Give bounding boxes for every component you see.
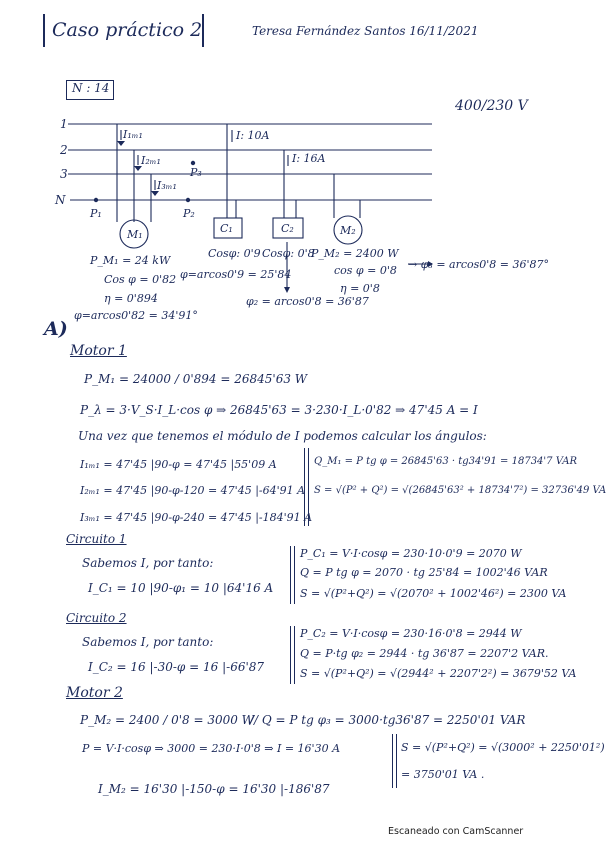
- load-c1: [213, 217, 243, 239]
- c2-cos: Cosφ: 0'8: [262, 247, 315, 260]
- m2-eta: η = 0'8: [340, 282, 380, 295]
- motor2-s-result: = 3750'01 VA .: [401, 768, 485, 781]
- circuit1-note: Sabemos I, por tanto:: [82, 556, 214, 570]
- circuit1-divider: [290, 546, 291, 604]
- circuit2-ic: I_C₂ = 16 |-30-φ = 16 |-66'87: [88, 660, 265, 674]
- motor-m1: [119, 219, 149, 249]
- motor1-divider: [304, 448, 305, 526]
- section-a-label: A): [44, 318, 68, 340]
- m1-cos: Cos φ = 0'82: [104, 273, 177, 286]
- motor1-i1: I₁ₘ₁ = 47'45 |90-φ = 47'45 |55'09 A: [80, 458, 277, 471]
- point-p3: [190, 160, 196, 166]
- circuit2-s: S = √(P²+Q²) = √(2944² + 2207'2²) = 3679…: [300, 667, 577, 680]
- m1-power: P_M₁ = 24 kW: [90, 254, 171, 267]
- current-c1: I: 10A: [236, 129, 270, 142]
- motor1-power: P_M₁ = 24000 / 0'894 = 26845'63 W: [84, 372, 308, 386]
- line-label-3: 3: [60, 167, 68, 181]
- m2-power: P_M₂ = 2400 W: [311, 247, 399, 260]
- m2-phi: → φ₃ = arcos0'8 = 36'87°: [408, 258, 550, 271]
- point-p2-label: P₂: [183, 207, 195, 220]
- circuit2-q: Q = P·tg φ₂ = 2944 · tg 36'87 = 2207'2 V…: [300, 647, 549, 660]
- circuit2-heading: Circuito 2: [66, 611, 127, 625]
- load-m2-label: M₂: [340, 224, 356, 237]
- circuit1-s: S = √(P²+Q²) = √(2070² + 1002'46²) = 230…: [300, 587, 567, 600]
- motor1-heading: Motor 1: [70, 343, 127, 359]
- line-label-n: N: [55, 193, 66, 207]
- page-title: Caso práctico 2: [52, 19, 203, 41]
- motor1-q: Q_M₁ = P tg φ = 26845'63 · tg34'91 = 187…: [314, 456, 577, 467]
- author-date: Teresa Fernández Santos 16/11/2021: [252, 24, 479, 38]
- circuit1-q: Q = P tg φ = 2070 · tg 25'84 = 1002'46 V…: [300, 566, 548, 579]
- n-label: N : 14: [72, 81, 110, 95]
- motor2-power: P_M₂ = 2400 / 0'8 = 3000 W: [80, 713, 255, 727]
- current-i2m1: I₂ₘ₁: [141, 154, 161, 167]
- line-label-2: 2: [60, 143, 68, 157]
- motor2-q: // Q = P tg φ₃ = 3000·tg36'87 = 2250'01 …: [250, 713, 526, 727]
- voltage-label: 400/230 V: [455, 98, 528, 114]
- circuit1-p: P_C₁ = V·I·cosφ = 230·10·0'9 = 2070 W: [300, 547, 522, 560]
- motor2-s: S = √(P²+Q²) = √(3000² + 2250'01²): [401, 741, 605, 754]
- circuit2-divider: [290, 626, 291, 684]
- circuit1-heading: Circuito 1: [66, 532, 127, 546]
- c1-phi: φ=arcos0'9 = 25'84: [180, 268, 292, 281]
- current-c2: I: 16A: [292, 152, 326, 165]
- circuit2-note: Sabemos I, por tanto:: [82, 635, 214, 649]
- m2-cos: cos φ = 0'8: [334, 264, 397, 277]
- motor2-heading: Motor 2: [66, 685, 123, 701]
- point-p2: [185, 197, 191, 203]
- load-c1-label: C₁: [220, 222, 233, 235]
- n-label-box: [66, 80, 114, 100]
- c1-cos: Cosφ: 0'9: [208, 247, 261, 260]
- motor2-divider: [392, 734, 393, 788]
- point-p1: [93, 197, 99, 203]
- m1-phi: φ=arcos0'82 = 34'91°: [74, 309, 198, 322]
- circuit2-p: P_C₂ = V·I·cosφ = 230·16·0'8 = 2944 W: [300, 627, 522, 640]
- motor2-current: P = V·I·cosφ ⇒ 3000 = 230·I·0'8 ⇒ I = 16…: [82, 742, 341, 755]
- motor1-current: P_λ = 3·V_S·I_L·cos φ ⇒ 26845'63 = 3·230…: [80, 403, 478, 417]
- line-label-1: 1: [60, 117, 68, 131]
- motor1-i2: I₂ₘ₁ = 47'45 |90-φ-120 = 47'45 |-64'91 A: [80, 484, 306, 497]
- load-c2: [272, 217, 304, 239]
- motor2-i: I_M₂ = 16'30 |-150-φ = 16'30 |-186'87: [98, 782, 330, 796]
- motor1-s: S = √(P² + Q²) = √(26845'63² + 18734'7²)…: [314, 485, 606, 496]
- c2-phi: φ₂ = arcos0'8 = 36'87: [246, 295, 369, 308]
- point-p1-label: P₁: [90, 207, 102, 220]
- circuit-diagram: [68, 123, 433, 293]
- motor1-note: Una vez que tenemos el módulo de I podem…: [78, 429, 487, 443]
- motor1-i3: I₃ₘ₁ = 47'45 |90-φ-240 = 47'45 |-184'91 …: [80, 511, 313, 524]
- current-i3m1: I₃ₘ₁: [157, 179, 177, 192]
- m1-eta: η = 0'894: [104, 292, 158, 305]
- current-i1m1: I₁ₘ₁: [123, 128, 143, 141]
- load-m1-label: M₁: [127, 228, 143, 241]
- motor-m2: [333, 215, 363, 245]
- load-c2-label: C₂: [281, 222, 294, 235]
- scanner-watermark: Escaneado con CamScanner: [388, 826, 524, 837]
- title-box: [43, 14, 204, 47]
- circuit1-ic: I_C₁ = 10 |90-φ₁ = 10 |64'16 A: [88, 581, 274, 595]
- point-p3-label: P₃: [190, 166, 202, 179]
